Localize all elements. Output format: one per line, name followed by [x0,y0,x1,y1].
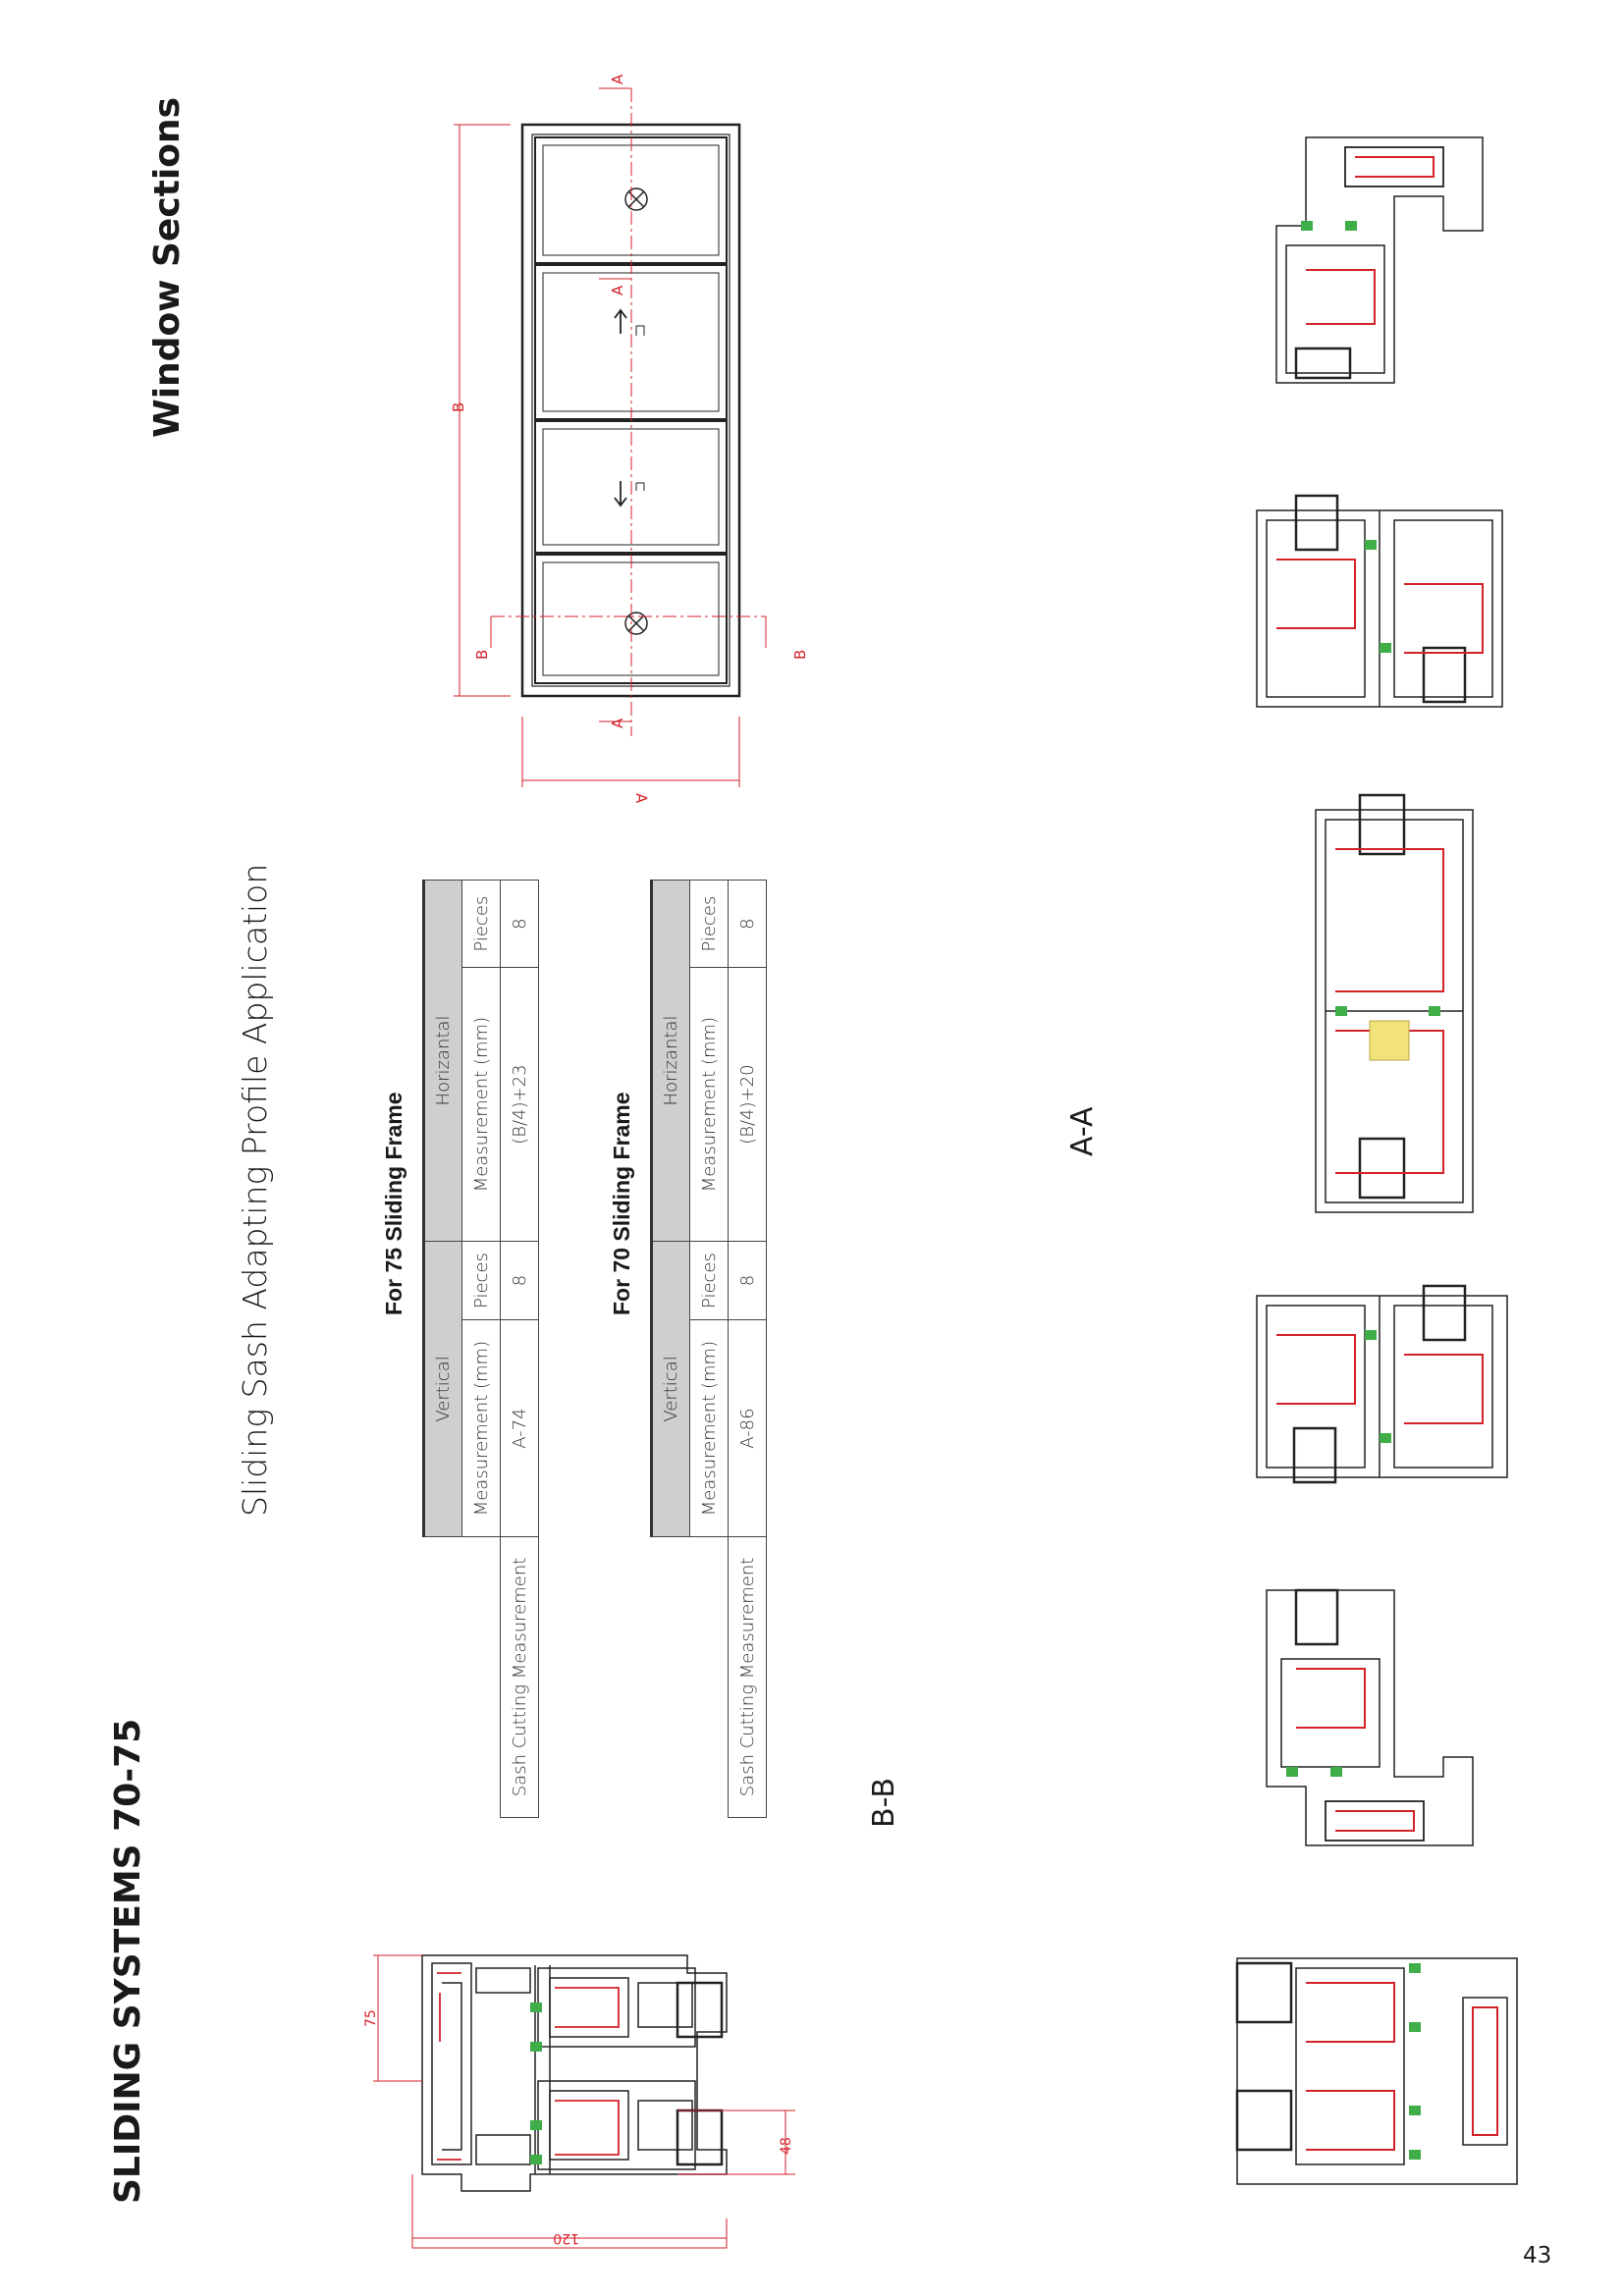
dim-b-label: B [450,402,467,412]
cut-b-left-label: B [473,650,491,660]
dim-a-label: A [632,793,650,804]
bb-dim-width: 120 [553,2230,579,2246]
cut-a-bottom-label: A [609,718,626,728]
bb-dim-sash: 48 [779,2137,794,2155]
cut-b-right-label: B [791,650,809,660]
cut-a-top-label: A [609,74,626,84]
page-number: 43 [1523,2243,1552,2269]
bb-dim-frame: 75 [363,2009,379,2027]
cut-a-mid-label: A [609,285,626,295]
